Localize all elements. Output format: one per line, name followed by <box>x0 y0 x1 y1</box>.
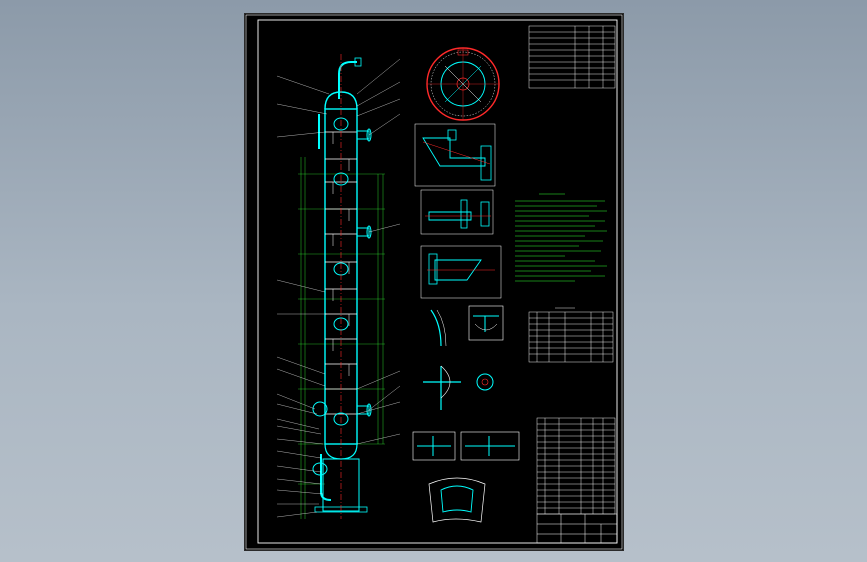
design-data-table <box>528 25 616 89</box>
nozzle-detail-1 <box>414 123 496 187</box>
weld-detail-1 <box>412 431 456 461</box>
nozzle-detail-2 <box>420 189 494 235</box>
technical-requirements <box>515 193 607 282</box>
tray-detail <box>468 305 504 341</box>
inner-frame <box>257 19 618 544</box>
outer-frame <box>245 14 623 550</box>
weld-detail-2 <box>460 431 520 461</box>
nozzle-table <box>528 307 614 363</box>
top-plan-circle <box>426 47 500 121</box>
nozzle-detail-3 <box>420 245 502 299</box>
head-detail <box>430 309 447 347</box>
drawing-sheet <box>244 13 624 551</box>
parts-list <box>536 417 616 515</box>
manhole-detail <box>423 365 494 410</box>
column-elevation <box>276 54 401 519</box>
support-detail <box>428 477 486 523</box>
title-block <box>536 513 618 544</box>
